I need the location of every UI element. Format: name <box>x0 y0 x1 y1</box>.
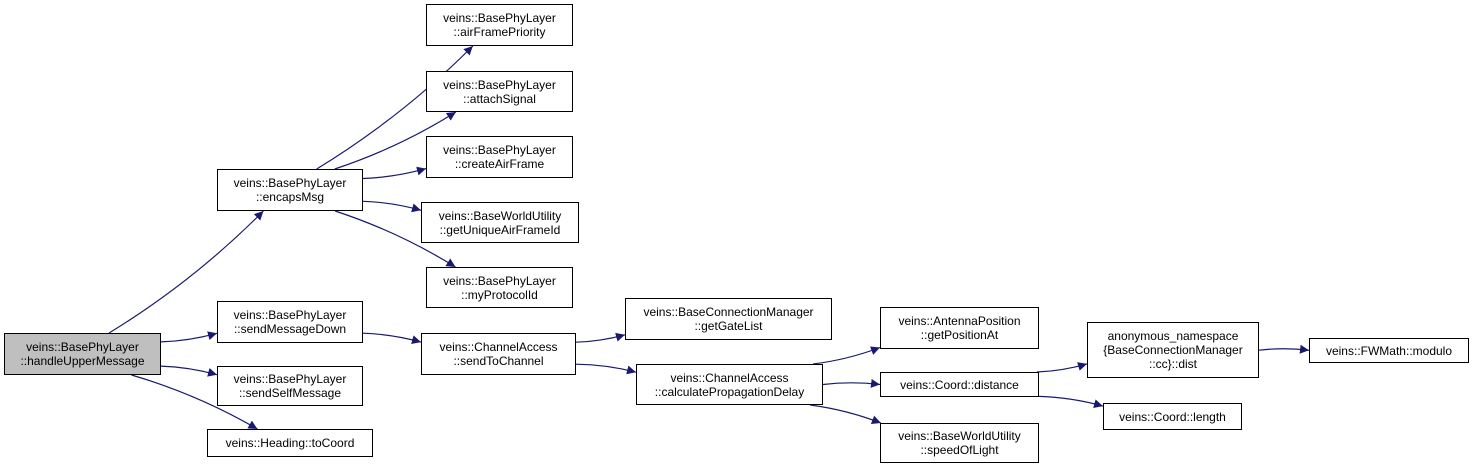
node-label-line: ::encapsMsg <box>255 190 325 204</box>
node-get-position-at[interactable]: veins::AntennaPosition::getPositionAt <box>880 307 1039 349</box>
node-label-line: ::getGateList <box>694 319 763 333</box>
node-to-coord[interactable]: veins::Heading::toCoord <box>207 429 373 457</box>
node-label-line: veins::BaseWorldUtility <box>438 208 562 223</box>
edge-handle-upper-message-to-send-self-message <box>160 365 218 377</box>
node-air-frame-priority[interactable]: veins::BasePhyLayer::airFramePriority <box>426 4 573 46</box>
edge-dist-to-modulo <box>1258 344 1310 354</box>
edge-distance-to-length <box>1038 395 1104 409</box>
node-label-line: veins::BasePhyLayer <box>233 372 347 386</box>
node-label-line: veins::BasePhyLayer <box>26 340 139 354</box>
node-label-line: {BaseConnectionManager <box>1103 343 1243 357</box>
node-label-line: veins::AntennaPosition <box>898 314 1021 328</box>
edge-distance-to-dist <box>1036 362 1088 373</box>
edge-encaps-msg-to-air-frame-priority <box>316 45 474 170</box>
node-dist[interactable]: anonymous_namespace{BaseConnectionManage… <box>1087 322 1259 378</box>
node-label-line: ::sendSelfMessage <box>238 386 342 400</box>
edge-calculate-propagation-delay-to-get-position-at <box>812 346 881 365</box>
edge-handle-upper-message-to-encaps-msg <box>108 210 264 334</box>
node-create-air-frame[interactable]: veins::BasePhyLayer::createAirFrame <box>426 136 573 178</box>
node-label-line: veins::BasePhyLayer <box>443 273 556 288</box>
node-label-line: ::attachSignal <box>463 91 536 106</box>
node-label-line: ::speedOfLight <box>920 443 999 457</box>
node-label-line: veins::Heading::toCoord <box>225 436 355 450</box>
node-attach-signal[interactable]: veins::BasePhyLayer::attachSignal <box>426 71 573 112</box>
node-distance[interactable]: veins::Coord::distance <box>880 372 1039 397</box>
edge-send-to-channel-to-calculate-propagation-delay <box>575 363 637 375</box>
node-label-line: veins::Coord::distance <box>900 377 1019 392</box>
node-label-line: veins::BaseWorldUtility <box>898 429 1021 443</box>
edge-encaps-msg-to-attach-signal <box>334 111 457 170</box>
node-label-line: ::sendMessageDown <box>233 322 347 336</box>
node-label-line: ::getUniqueAirFrameId <box>439 222 561 237</box>
node-label-line: veins::ChannelAccess <box>439 340 558 354</box>
node-get-gate-list[interactable]: veins::BaseConnectionManager::getGateLis… <box>625 298 832 340</box>
edge-encaps-msg-to-create-air-frame <box>362 166 427 180</box>
edge-calculate-propagation-delay-to-speed-of-light <box>810 404 882 424</box>
node-speed-of-light[interactable]: veins::BaseWorldUtility::speedOfLight <box>880 423 1039 463</box>
edge-send-to-channel-to-get-gate-list <box>575 332 626 343</box>
node-label-line: veins::BaseConnectionManager <box>643 305 814 319</box>
node-calculate-propagation-delay[interactable]: veins::ChannelAccess::calculatePropagati… <box>636 364 823 405</box>
node-label-line: ::createAirFrame <box>454 157 545 171</box>
node-send-self-message[interactable]: veins::BasePhyLayer::sendSelfMessage <box>217 366 363 406</box>
node-my-protocol-id[interactable]: veins::BasePhyLayer::myProtocolId <box>426 267 573 308</box>
node-label-line: ::myProtocolId <box>461 287 538 302</box>
node-label-line: veins::BasePhyLayer <box>443 77 556 92</box>
node-modulo[interactable]: veins::FWMath::modulo <box>1309 338 1469 363</box>
node-label-line: veins::BasePhyLayer <box>233 176 347 190</box>
edge-encaps-msg-to-my-protocol-id <box>334 210 456 268</box>
edge-encaps-msg-to-get-unique-air-frame-id <box>362 200 422 213</box>
node-label-line: veins::Coord::length <box>1119 409 1226 424</box>
node-handle-upper-message: veins::BasePhyLayer::handleUpperMessage <box>4 333 161 375</box>
node-encaps-msg[interactable]: veins::BasePhyLayer::encapsMsg <box>217 169 363 211</box>
edge-handle-upper-message-to-to-coord <box>131 374 258 430</box>
node-label-line: ::cc}::dist <box>1148 357 1198 371</box>
edge-calculate-propagation-delay-to-distance <box>822 378 881 388</box>
node-label-line: ::sendToChannel <box>453 354 544 368</box>
node-get-unique-air-frame-id[interactable]: veins::BaseWorldUtility::getUniqueAirFra… <box>421 202 579 243</box>
node-label-line: ::handleUpperMessage <box>20 354 145 368</box>
node-length[interactable]: veins::Coord::length <box>1103 403 1242 430</box>
node-label-line: ::airFramePriority <box>453 25 546 39</box>
node-label-line: veins::BasePhyLayer <box>443 11 556 25</box>
node-send-message-down[interactable]: veins::BasePhyLayer::sendMessageDown <box>217 301 363 343</box>
node-label-line: veins::BasePhyLayer <box>233 308 347 322</box>
node-label-line: ::calculatePropagationDelay <box>654 384 805 399</box>
node-label-line: veins::ChannelAccess <box>670 370 789 385</box>
node-label-line: anonymous_namespace <box>1107 329 1239 343</box>
node-label-line: ::getPositionAt <box>920 328 999 342</box>
node-label-line: veins::FWMath::modulo <box>1325 343 1453 358</box>
node-send-to-channel[interactable]: veins::ChannelAccess::sendToChannel <box>421 333 576 375</box>
node-label-line: veins::BasePhyLayer <box>443 143 556 157</box>
edge-handle-upper-message-to-send-message-down <box>160 331 218 343</box>
edge-send-message-down-to-send-to-channel <box>362 332 422 345</box>
